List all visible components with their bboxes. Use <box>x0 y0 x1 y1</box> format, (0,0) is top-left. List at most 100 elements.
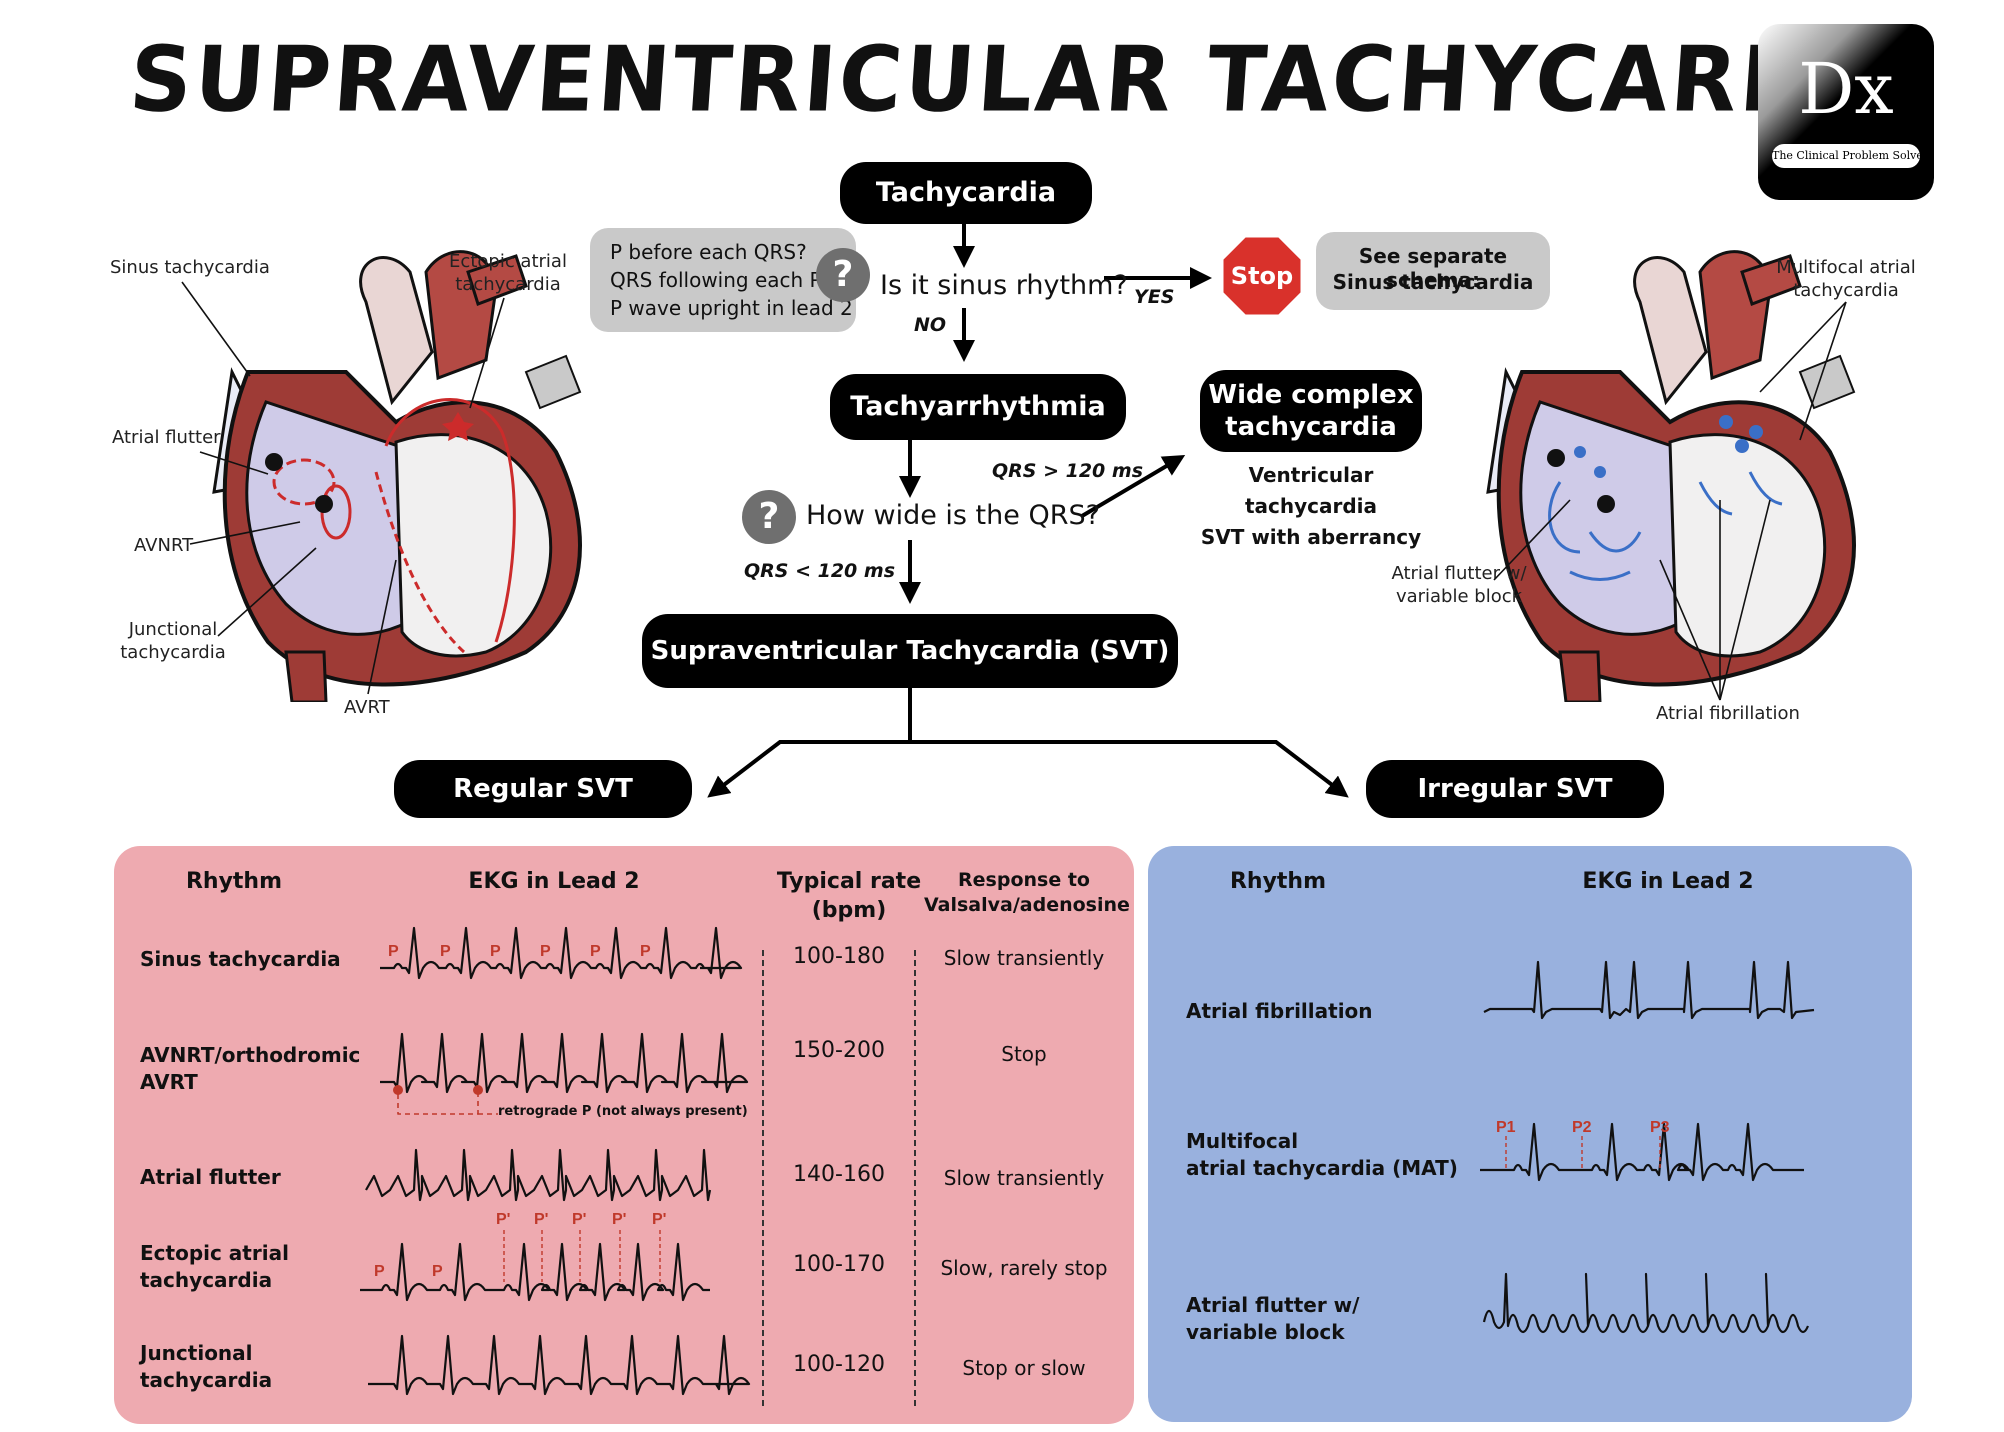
header-line: (bpm) <box>811 897 887 923</box>
header-ekg: EKG in Lead 2 <box>468 869 640 894</box>
p-prime-label: P' <box>496 1211 510 1228</box>
criteria-line: P wave upright in lead 2 <box>610 296 853 320</box>
ekg-trace-sinus <box>380 926 743 980</box>
p-wave-label: P <box>388 943 399 960</box>
header-rhythm: Rhythm <box>1229 869 1327 894</box>
mat-p-label: P2 <box>1572 1119 1592 1136</box>
narrow-qrs-label: QRS < 120 ms <box>744 560 895 582</box>
rhythm-name: Sinus tachycardia <box>140 946 341 973</box>
dx-logo: Dx The Clinical Problem Solvers <box>1758 24 1934 200</box>
no-label: NO <box>914 314 947 336</box>
rhythm-name: Atrial flutter <box>140 1164 281 1191</box>
rhythm-line: Atrial flutter <box>140 1165 281 1189</box>
label-flutter-variable-block: Atrial flutter w/ variable block <box>1384 562 1534 609</box>
ekg-trace-flutter <box>365 1148 712 1202</box>
rhythm-name: Atrial fibrillation <box>1186 998 1373 1025</box>
header-line: Typical rate <box>776 869 922 894</box>
tachycardia-node: Tachycardia <box>840 162 1092 224</box>
wide-cause: Ventricular tachycardia <box>1244 463 1378 518</box>
sinus-question: Is it sinus rhythm? <box>880 270 1128 301</box>
rhythm-line: Atrial fibrillation <box>1186 999 1373 1023</box>
response-value: Slow transiently <box>943 1166 1105 1190</box>
header-ekg: EKG in Lead 2 <box>1582 869 1754 894</box>
response-value: Slow transiently <box>943 946 1105 970</box>
see-schema-note: See separate schema: Sinus tachycardia <box>1316 232 1550 310</box>
logo-mark: Dx <box>1798 48 1894 130</box>
p-wave-label: P <box>374 1263 385 1280</box>
ekg-trace-afib <box>1483 960 1815 1020</box>
label-atrial-fibrillation: Atrial fibrillation <box>1656 703 1800 724</box>
p-prime-label: P' <box>652 1211 666 1228</box>
regular-svt-table: Rhythm EKG in Lead 2 Typical rate (bpm) … <box>114 846 1134 1424</box>
stop-sign-icon <box>1220 234 1304 318</box>
see-schema-line: Sinus tachycardia <box>1332 270 1534 294</box>
label-ectopic-atrial: Ectopic atrial tachycardia <box>438 250 578 297</box>
svt-node: Supraventricular Tachycardia (SVT) <box>642 614 1178 688</box>
p-prime-label: P' <box>572 1211 586 1228</box>
rate-value: 100-180 <box>793 944 885 969</box>
rhythm-line: Junctional <box>140 1341 253 1365</box>
question-icon: ? <box>816 248 870 302</box>
heart-illustration-left <box>212 250 582 702</box>
rate-value: 150-200 <box>793 1038 885 1063</box>
criteria-line: P before each QRS? <box>610 240 807 264</box>
ekg-trace-mat <box>1480 1122 1804 1182</box>
yes-label: YES <box>1134 286 1175 308</box>
irregular-svt-table: Rhythm EKG in Lead 2 Atrial fibrillation… <box>1148 846 1912 1422</box>
rhythm-name: Junctional tachycardia <box>140 1340 272 1394</box>
header-line: Response to <box>958 869 1090 891</box>
stop-label: Stop <box>1230 262 1294 290</box>
heart-illustration-right <box>1486 250 1856 702</box>
question-icon: ? <box>742 490 796 544</box>
ekg-trace-avnrt <box>380 1032 749 1094</box>
response-value: Slow, rarely stop <box>940 1256 1108 1280</box>
rhythm-name: Ectopic atrial tachycardia <box>140 1240 289 1294</box>
p-wave-label: P <box>432 1263 443 1280</box>
ekg-trace-junctional <box>368 1334 751 1396</box>
width-question: How wide is the QRS? <box>806 500 1100 531</box>
response-value: Stop <box>1001 1042 1047 1066</box>
label-line: Ectopic atrial <box>449 251 567 272</box>
rate-value: 100-120 <box>793 1352 885 1377</box>
label-avnrt: AVNRT <box>134 535 194 556</box>
rhythm-line: Multifocal <box>1186 1129 1299 1153</box>
mat-p-label: P3 <box>1650 1119 1670 1136</box>
irregular-svt-node: Irregular SVT <box>1366 760 1664 818</box>
label-line: tachycardia <box>120 642 226 664</box>
rhythm-name: Atrial flutter w/ variable block <box>1186 1292 1359 1346</box>
p-wave-label: P <box>540 943 551 960</box>
rhythm-line: Sinus tachycardia <box>140 947 341 971</box>
rhythm-line: tachycardia <box>140 1268 273 1292</box>
retrograde-p-marker <box>393 1085 403 1095</box>
retrograde-note: retrograde P (not always present) <box>498 1104 748 1119</box>
rhythm-line: atrial tachycardia (MAT) <box>1186 1156 1458 1180</box>
left-heart-leader-lines <box>181 281 505 695</box>
label-line: tachycardia <box>455 274 561 296</box>
wide-complex-line: Wide complex <box>1208 379 1414 410</box>
header-rhythm: Rhythm <box>185 869 283 894</box>
wide-causes: Ventricular tachycardia SVT with aberran… <box>1180 460 1442 553</box>
rhythm-name: Multifocal atrial tachycardia (MAT) <box>1186 1128 1458 1182</box>
header-response: Response to Valsalva/adenosine <box>924 868 1130 917</box>
retrograde-bracket <box>397 1094 479 1115</box>
tachyarrhythmia-node: Tachyarrhythmia <box>830 374 1126 440</box>
rhythm-line: AVNRT/orthodromic <box>140 1043 361 1067</box>
p-prime-label: P' <box>534 1211 548 1228</box>
label-sinus-tachycardia: Sinus tachycardia <box>110 257 270 278</box>
sinus-criteria-note: P before each QRS? QRS following each P?… <box>590 228 856 332</box>
criteria-line: QRS following each P? <box>610 268 833 292</box>
wide-qrs-label: QRS > 120 ms <box>992 460 1143 482</box>
label-line: variable block <box>1395 586 1523 608</box>
label-avrt: AVRT <box>344 697 390 718</box>
header-line: Valsalva/adenosine <box>924 893 1130 916</box>
column-divider <box>762 950 764 1406</box>
rhythm-line: Ectopic atrial <box>140 1241 289 1265</box>
label-junctional: Junctional tachycardia <box>118 618 228 665</box>
rate-value: 140-160 <box>793 1162 885 1187</box>
p-wave-label: P <box>590 943 601 960</box>
wide-complex-line: tachycardia <box>1225 412 1397 442</box>
label-line: tachycardia <box>1793 280 1899 302</box>
ekg-trace-flutter-variable <box>1482 1272 1810 1334</box>
